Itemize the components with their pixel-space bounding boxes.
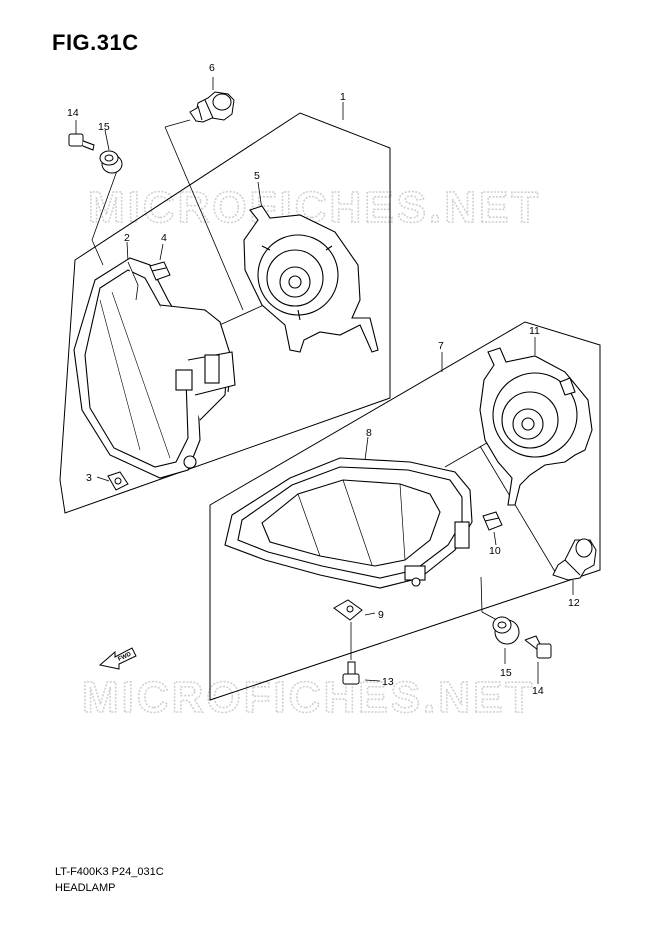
fwd-label: FWD <box>117 651 133 662</box>
callout-15-bottom: 15 <box>500 667 512 679</box>
callout-14-bottom: 14 <box>532 685 544 697</box>
part-2-lamp-unit <box>73 257 236 479</box>
part-9-nut-clip <box>333 599 363 621</box>
part-12-bulb <box>552 538 597 581</box>
part-14-bolt-top <box>68 133 95 151</box>
callout-15-top: 15 <box>98 121 110 133</box>
footer-figure-name: HEADLAMP <box>55 882 116 894</box>
callout-4: 4 <box>161 232 167 244</box>
assembly-1-frame <box>59 112 391 514</box>
part-10-clip <box>482 511 503 531</box>
callout-2: 2 <box>124 232 130 244</box>
assembly-1-leader-lines <box>75 77 344 482</box>
part-15-grommet-top <box>99 150 123 174</box>
callout-10: 10 <box>489 545 501 557</box>
part-8-lamp-housing <box>224 457 473 589</box>
part-13-screw <box>342 661 360 685</box>
fwd-direction-arrow: FWD <box>98 647 137 670</box>
callout-6: 6 <box>209 62 215 74</box>
figure-title: FIG.31C <box>52 30 139 55</box>
assembly-7-leader-lines <box>350 337 574 684</box>
part-5-socket <box>243 205 379 353</box>
part-3-nut-clip <box>107 471 129 491</box>
callout-13: 13 <box>382 676 394 688</box>
callout-11: 11 <box>529 325 540 337</box>
callout-1: 1 <box>340 91 346 103</box>
callout-numbers: 1 2 3 4 5 6 14 15 7 8 9 10 11 12 13 15 1… <box>67 62 580 697</box>
callout-9: 9 <box>378 609 384 621</box>
watermark-bottom: MICROFICHES.NET <box>82 673 535 722</box>
assembly-7-frame <box>209 321 601 701</box>
callout-8: 8 <box>366 427 372 439</box>
callout-3: 3 <box>86 472 92 484</box>
part-4-clip <box>149 261 171 281</box>
part-14-bolt-bottom <box>524 635 552 659</box>
part-15-grommet-bottom <box>492 616 520 645</box>
footer-figure-code: LT-F400K3 P24_031C <box>55 866 164 878</box>
callout-5: 5 <box>254 170 260 182</box>
part-6-bulb <box>189 91 235 123</box>
callout-14-top: 14 <box>67 107 79 119</box>
callout-12: 12 <box>568 597 580 609</box>
part-11-socket <box>479 347 593 506</box>
callout-7: 7 <box>438 340 444 352</box>
